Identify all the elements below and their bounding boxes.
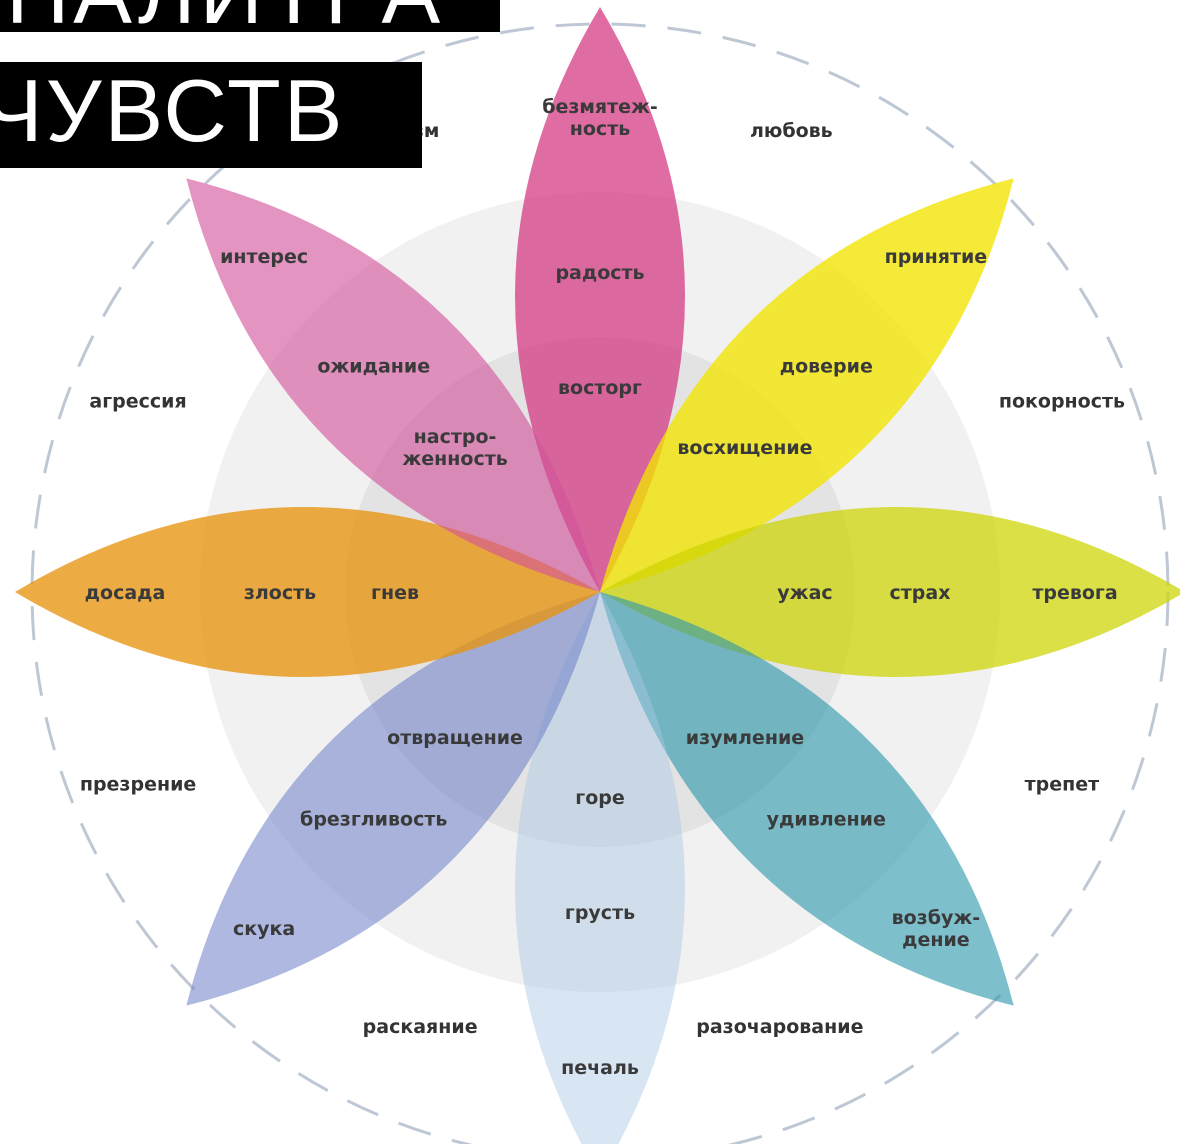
petal-trust (600, 178, 1014, 592)
emotion-label-trust-2: доверие (780, 356, 873, 378)
emotion-label-anticipation-2: ожидание (317, 356, 430, 378)
title-line-2: ЧУВСТВ (0, 62, 422, 168)
emotion-label-joy-2: радость (555, 262, 644, 284)
petal-fear (600, 507, 1180, 677)
dyad-label-7: агрессия (89, 391, 186, 413)
emotion-label-sadness-2: грусть (565, 902, 635, 924)
emotion-label-anger-2: злость (244, 582, 316, 604)
emotion-label-sadness-1: печаль (561, 1057, 639, 1079)
petal-anticipation (186, 178, 600, 592)
emotion-label-anticipation-1: интерес (220, 246, 308, 268)
dyad-label-2: покорность (999, 391, 1125, 413)
emotion-label-disgust-3: отвращение (387, 727, 523, 749)
emotion-label-surprise-1: возбуж-дение (892, 907, 981, 951)
petal-anger (15, 507, 600, 677)
emotion-label-fear-2: страх (890, 582, 951, 604)
emotion-label-fear-1: тревога (1032, 582, 1117, 604)
emotion-label-disgust-1: скука (233, 918, 295, 940)
petal-joy (515, 7, 685, 592)
petal-disgust (186, 592, 600, 1006)
petals-layer (15, 7, 1180, 1144)
labels-layer: безмятеж-ность радость восторг принятие дове… (80, 96, 1125, 1079)
emotion-label-joy-1: безмятеж-ность (542, 96, 658, 140)
dyad-label-6: презрение (80, 773, 196, 795)
emotion-label-anger-3: гнев (371, 582, 419, 604)
emotion-label-fear-3: ужас (777, 582, 832, 604)
emotion-label-sadness-3: горе (575, 787, 624, 809)
emotion-label-anger-1: досада (85, 582, 166, 604)
emotion-label-anticipation-3: настро-женность (402, 426, 507, 470)
emotion-label-disgust-2: брезгливость (300, 808, 447, 830)
emotion-label-surprise-3: изумление (686, 727, 804, 749)
title-line-2-text: ЧУВСТВ (0, 62, 346, 160)
dyad-label-1: любовь (750, 120, 833, 142)
dyad-label-4: разочарование (696, 1016, 863, 1038)
dyad-label-5: раскаяние (363, 1016, 478, 1038)
emotion-label-joy-3: восторг (558, 377, 642, 399)
emotion-label-trust-1: принятие (885, 246, 988, 268)
emotion-label-trust-3: восхищение (677, 437, 812, 459)
emotion-label-surprise-2: удивление (767, 808, 886, 830)
petal-surprise (600, 592, 1014, 1006)
title-line-1: ПАЛИТРА (0, 0, 500, 32)
petal-sadness (515, 592, 685, 1144)
dyad-label-3: трепет (1025, 773, 1100, 795)
title-line-1-text: ПАЛИТРА (6, 0, 444, 32)
